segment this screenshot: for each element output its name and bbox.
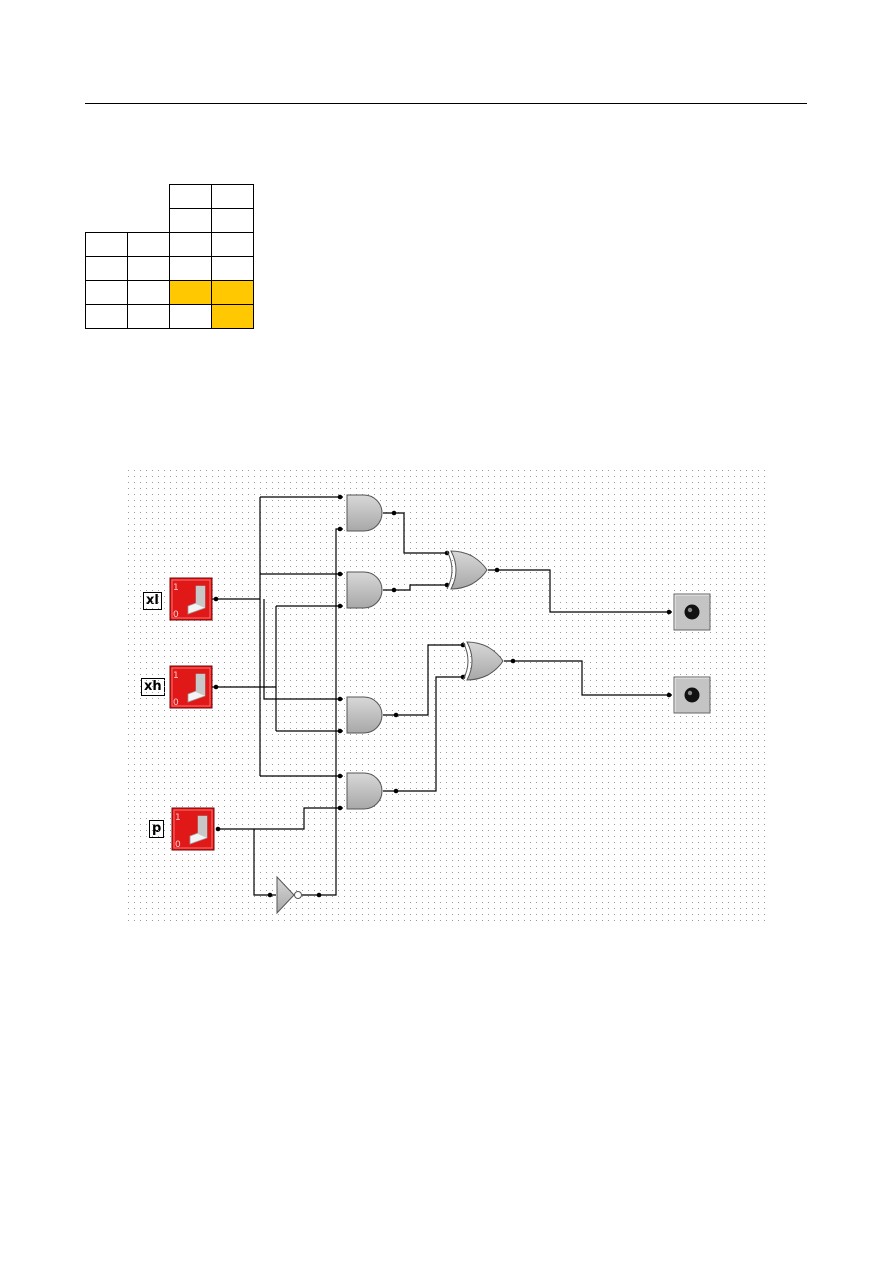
wire-junctions bbox=[213, 494, 672, 898]
karnaugh-map-table bbox=[85, 184, 254, 329]
wire-xl-and3 bbox=[263, 599, 343, 700]
or-gate-2 bbox=[462, 641, 504, 681]
wire-and2-or1 bbox=[383, 584, 447, 591]
wire-or1-out1 bbox=[488, 569, 672, 613]
output-lamp-2 bbox=[673, 676, 711, 714]
wire-and3-or2 bbox=[383, 644, 462, 716]
kmap-cell bbox=[85, 280, 128, 305]
switch-xh-high-label: 1 bbox=[173, 671, 179, 681]
output-lamp-1 bbox=[673, 593, 711, 631]
kmap-cell bbox=[85, 256, 128, 281]
switch-xh-low-label: 0 bbox=[173, 698, 179, 708]
kmap-cell-highlighted bbox=[211, 280, 254, 305]
switch-xl-low-label: 0 bbox=[173, 610, 179, 620]
and-gate-1 bbox=[346, 494, 383, 532]
kmap-cell bbox=[211, 232, 254, 257]
kmap-cell bbox=[169, 304, 212, 329]
switch-xl-high-label: 1 bbox=[173, 583, 179, 593]
and-gate-4 bbox=[346, 772, 383, 810]
and-gate-3 bbox=[346, 696, 383, 734]
circuit-canvas-grid bbox=[128, 466, 768, 926]
not-gate bbox=[276, 875, 302, 915]
header-rule bbox=[85, 103, 807, 104]
wire-or2-out2 bbox=[504, 660, 672, 696]
and-gate-2 bbox=[346, 571, 383, 609]
switch-p-high-label: 1 bbox=[175, 813, 181, 823]
switch-p-low-label: 0 bbox=[175, 840, 181, 850]
switch-p[interactable] bbox=[171, 807, 215, 851]
kmap-cell bbox=[169, 256, 212, 281]
or-gate-1 bbox=[446, 550, 488, 590]
kmap-cell bbox=[211, 256, 254, 281]
kmap-cell-highlighted bbox=[211, 304, 254, 329]
switch-xl[interactable] bbox=[169, 577, 213, 621]
switch-xh[interactable] bbox=[169, 665, 213, 709]
wire-and4-or2 bbox=[383, 676, 462, 792]
wire-p-and4 bbox=[254, 807, 343, 830]
kmap-cell bbox=[169, 232, 212, 257]
kmap-cell bbox=[127, 304, 170, 329]
kmap-cell bbox=[211, 208, 254, 233]
kmap-cell bbox=[85, 304, 128, 329]
